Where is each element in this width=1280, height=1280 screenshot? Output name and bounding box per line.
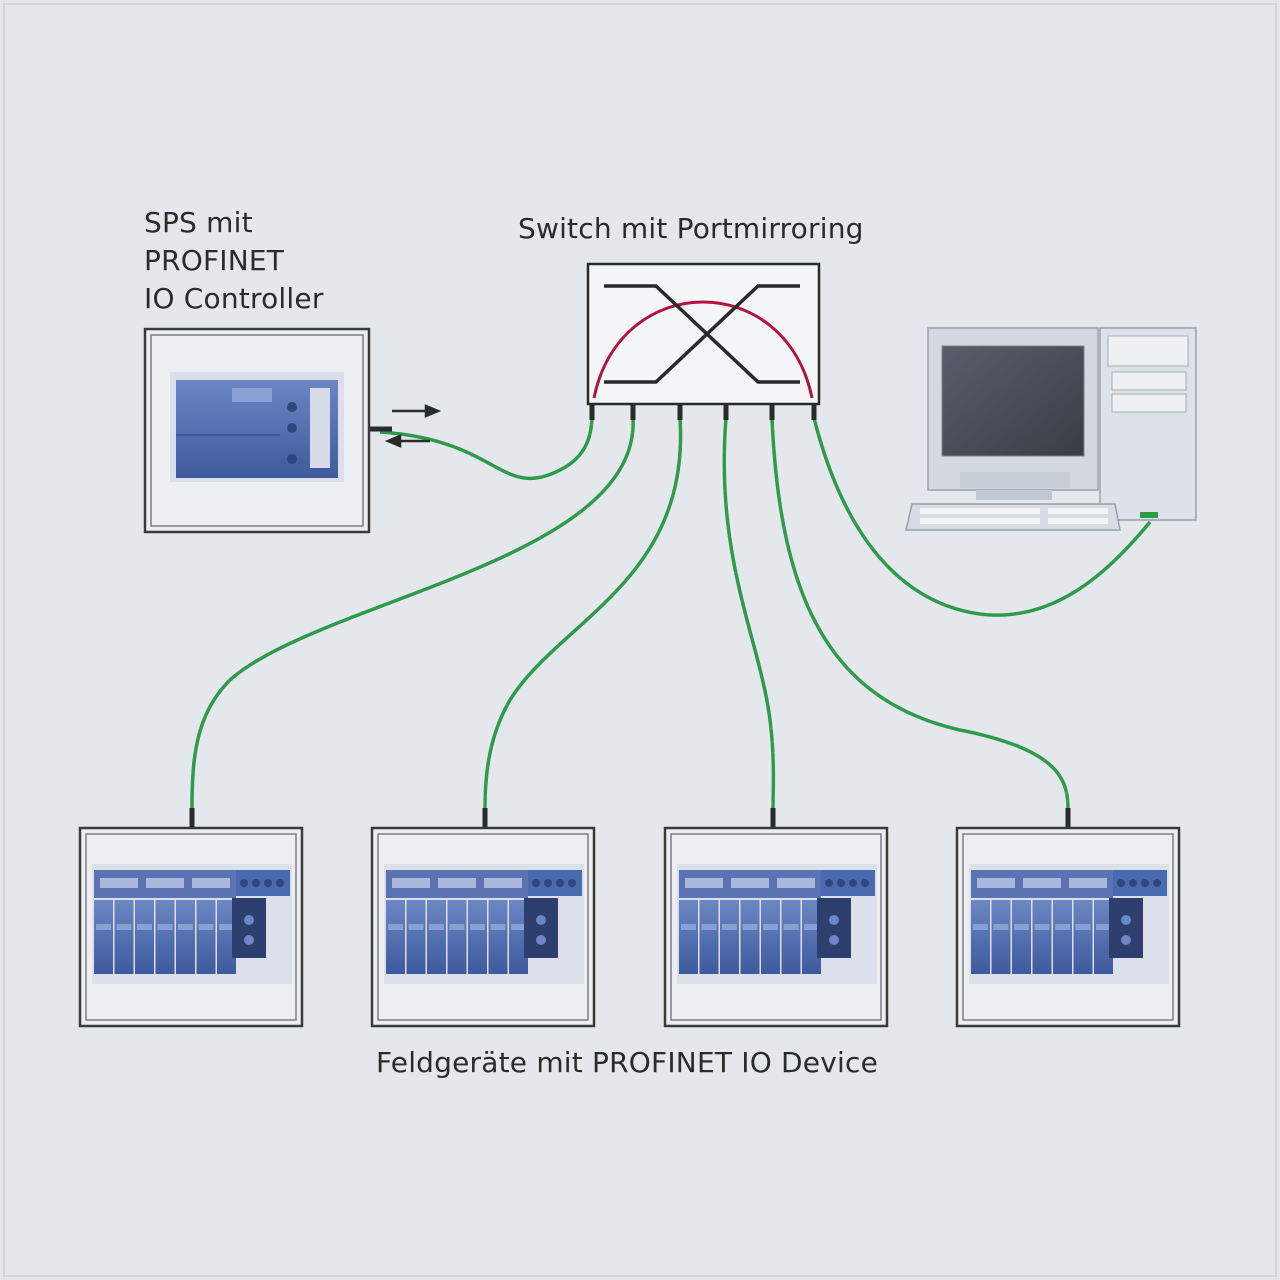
cable-switch-pc <box>812 417 1152 617</box>
mirror-path <box>592 300 814 399</box>
io-device-icon <box>370 826 596 1028</box>
controller-label-line-2: PROFINET <box>144 244 285 277</box>
cable-controller-switch <box>379 411 594 481</box>
io-device-icon <box>955 826 1181 1028</box>
devices-label: Feldgeräte mit PROFINET IO Device <box>376 1046 879 1079</box>
switch-label: Switch mit Portmirroring <box>518 212 864 245</box>
controller-label-line-3: IO Controller <box>144 282 324 315</box>
cable-switch-device-1 <box>190 417 635 811</box>
cable-switch-device-4 <box>770 417 1070 811</box>
plc-icon <box>143 327 371 534</box>
data-flow-arrows <box>384 404 442 448</box>
switch-icon <box>586 262 821 406</box>
cable-switch-device-3 <box>722 417 776 811</box>
io-device-icon <box>663 826 889 1028</box>
page-border <box>3 3 1277 1277</box>
io-device-icon <box>78 826 304 1028</box>
cable-switch-device-2 <box>483 417 683 811</box>
controller-label: SPS mit PROFINET IO Controller <box>144 204 324 318</box>
computer-icon <box>905 327 1197 531</box>
controller-label-line-1: SPS mit <box>144 206 253 239</box>
